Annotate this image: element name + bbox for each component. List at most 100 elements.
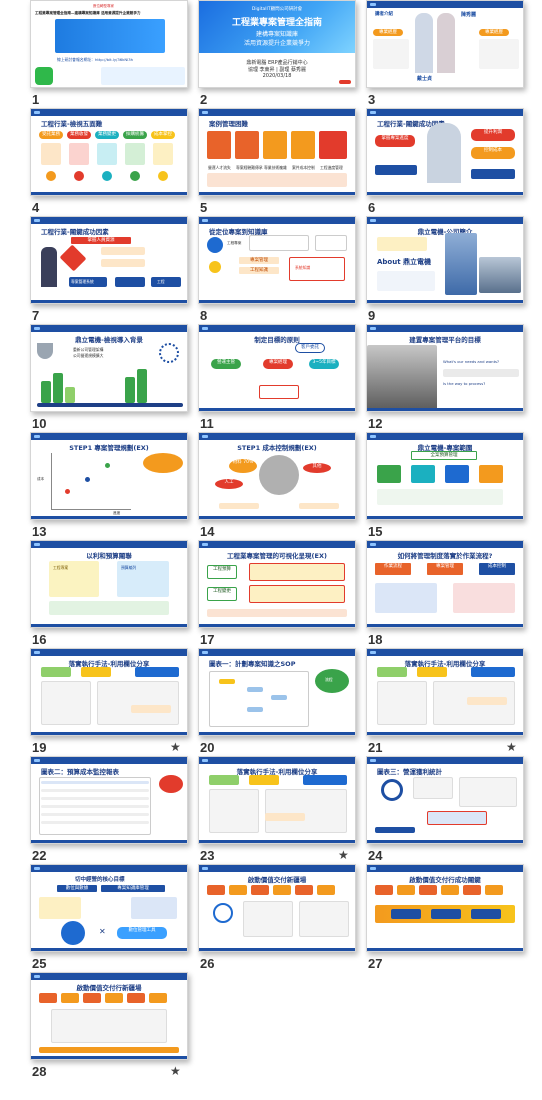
slide-text: 系統知識 [295, 265, 311, 270]
slide-text: 專案經驗難傳承 [236, 165, 263, 170]
diamond-shape [59, 244, 87, 272]
slide-title: 落實執行手法-利用欄位分享 [404, 660, 486, 668]
slide-thumbnail-26[interactable]: 啟動價值交付新疆場 26 [198, 864, 370, 992]
slide-preview[interactable]: DigitalIT顧問公司研討會 工程業專案管理全指南 建構專案知識庫 活用資源… [198, 0, 356, 88]
slide-text: 提升利潤 [471, 129, 515, 141]
slide-preview[interactable]: 圖表二：預算成本監控報表 [30, 756, 188, 844]
slide-preview[interactable]: 圖表三：營運獲利統計 [366, 756, 524, 844]
slide-preview[interactable]: 工程行業-檢視五面難 受託業務 業務收發 業務變更 採購統籌 成本掌控 [30, 108, 188, 196]
speaker-photo [415, 13, 433, 73]
slide-thumbnail-18[interactable]: 如何將管理制度落實於作業流程? 作業流程 專案管理 成本控制 18 [366, 540, 538, 668]
slide-preview[interactable]: 落實執行手法-利用欄位分享 [366, 648, 524, 736]
slide-thumbnail-20[interactable]: 圖表一：計劃專案知識之SOP 流程 20 [198, 648, 370, 776]
slide-preview[interactable]: 工程業專案管理的可視化呈現(EX) 工程預算 工程變更 [198, 540, 356, 628]
slide-text: 工程知識 [239, 267, 279, 274]
slide-preview[interactable]: 工程行業-關鍵成功因素 掌握專案進度 提升利潤 控制成本 [366, 108, 524, 196]
star-icon[interactable]: ★ [506, 740, 517, 754]
slide-thumbnail-6[interactable]: 工程行業-關鍵成功因素 掌握專案進度 提升利潤 控制成本 6 [366, 108, 538, 236]
slide-thumbnail-17[interactable]: 工程業專案管理的可視化呈現(EX) 工程預算 工程變更 17 [198, 540, 370, 668]
slide-preview[interactable]: 鼎立電機-公司簡介 About 鼎立電機 [366, 216, 524, 304]
slide-preview[interactable]: 啟動價值交付新疆場 [198, 864, 356, 952]
slide-thumbnail-25[interactable]: 切中經營的核心目標 數位與數據 專案知識庫管理 ✕ 數位管理工具 25 [30, 864, 202, 992]
slide-preview[interactable]: 啟動價值交付行成功關鍵 [366, 864, 524, 952]
slide-text: 工程專案 [227, 241, 242, 245]
slide-preview[interactable]: 建置專案管理平台的目標 What's our needs and wants? … [366, 324, 524, 412]
slide-thumbnail-5[interactable]: 案例管理困難 營運人才流失 專案經驗難傳承 專業技術複雜 案件成本控制 工程進度… [198, 108, 370, 236]
slide-thumbnail-28[interactable]: 啟動價值交付行新疆場 28 ★ [30, 972, 202, 1100]
slide-text: 鼎新電腦 ERP產品行銷中心 [246, 60, 308, 66]
slide-preview[interactable]: 制定目標的原則 客戶委託 營運主管 專案經理 3~5年目標 [198, 324, 356, 412]
slide-thumbnail-15[interactable]: 鼎立電機-專案範圍 全案預算管理 15 [366, 432, 538, 560]
slide-thumbnail-27[interactable]: 啟動價值交付行成功關鍵 27 [366, 864, 538, 992]
slide-number: 28 [32, 1064, 47, 1079]
slide-preview[interactable]: 講者介紹 戴士貞 陳秀麗 專業經歷 專業經歷 [366, 0, 524, 88]
slide-title: 啟動價值交付行新疆場 [76, 984, 142, 992]
slide-text: 重新公司管理架構 [73, 347, 104, 352]
slide-thumbnail-23[interactable]: 落實執行手法-利用欄位分享 23 ★ [198, 756, 370, 884]
slide-preview[interactable]: STEP1 專案管理規劃(EX) 成本 進度 [30, 432, 188, 520]
slide-thumbnail-14[interactable]: STEP1 成本控制規劃(EX) 材料 70% 人工 其他 14 [198, 432, 370, 560]
slide-thumbnail-24[interactable]: 圖表三：營運獲利統計 24 [366, 756, 538, 884]
slide-preview[interactable]: 工程行業-關鍵成功因素 掌握人員資源 專案管理系統 工程 [30, 216, 188, 304]
slide-number: 7 [32, 308, 40, 323]
slide-preview[interactable]: STEP1 成本控制規劃(EX) 材料 70% 人工 其他 [198, 432, 356, 520]
slide-text: 數位與數據 [57, 885, 97, 892]
star-icon[interactable]: ★ [338, 848, 349, 862]
star-icon[interactable]: ★ [170, 1064, 181, 1078]
axis-label: 進度 [113, 511, 121, 515]
slide-title: 制定目標的原則 [254, 336, 300, 344]
slide-text: 流程 [325, 677, 333, 682]
slide-preview[interactable]: 落實執行手法-利用欄位分享 [30, 648, 188, 736]
slide-text: 工程 [157, 279, 165, 284]
slide-title: STEP1 專案管理規劃(EX) [69, 444, 149, 452]
slide-thumbnail-19[interactable]: 落實執行手法-利用欄位分享 19 ★ [30, 648, 202, 776]
person-image [427, 123, 461, 183]
slide-thumbnail-3[interactable]: 講者介紹 戴士貞 陳秀麗 專業經歷 專業經歷 3 [366, 0, 538, 128]
slide-number: 21 [368, 740, 383, 755]
slide-text: 工程預算 [207, 565, 237, 579]
slide-preview[interactable]: 落實執行手法-利用欄位分享 [198, 756, 356, 844]
slide-number: 14 [200, 524, 215, 539]
slide-preview[interactable]: 圖表一：計劃專案知識之SOP 流程 [198, 648, 356, 736]
slide-preview[interactable]: 鼎立電機-專案範圍 全案預算管理 [366, 432, 524, 520]
slide-text: 線上研討會報名網址：http://bit.ly/36kNl3h [57, 57, 134, 62]
slide-thumbnail-10[interactable]: 鼎立電機-檢視導入背景 重新公司管理架構 公司營運規模擴大 10 [30, 324, 202, 452]
slide-title: 工程業專案管理全指南 [231, 18, 322, 28]
slide-thumbnail-7[interactable]: 工程行業-關鍵成功因素 掌握人員資源 專案管理系統 工程 7 [30, 216, 202, 344]
slide-thumbnail-8[interactable]: 從定位專案到知識庫 工程專案 專案管理 工程知識 系統知識 8 [198, 216, 370, 344]
slide-preview[interactable]: 如何將管理制度落實於作業流程? 作業流程 專案管理 成本控制 [366, 540, 524, 628]
slide-text: 數位管理工具 [117, 927, 167, 939]
slide-preview[interactable]: 啟動價值交付行新疆場 [30, 972, 188, 1060]
slide-thumbnail-13[interactable]: STEP1 專案管理規劃(EX) 成本 進度 13 [30, 432, 202, 560]
slide-number: 22 [32, 848, 47, 863]
slide-title: 鼎立電機-專案範圍 [417, 444, 473, 452]
slide-thumbnail-9[interactable]: 鼎立電機-公司簡介 About 鼎立電機 9 [366, 216, 538, 344]
slide-thumbnail-21[interactable]: 落實執行手法-利用欄位分享 21 ★ [366, 648, 538, 776]
slide-thumbnail-4[interactable]: 工程行業-檢視五面難 受託業務 業務收發 業務變更 採購統籌 成本掌控 4 [30, 108, 202, 236]
slide-title: 工程行業-檢視五面難 [41, 120, 103, 128]
slide-text: 人工 [215, 479, 243, 489]
star-icon[interactable]: ★ [170, 740, 181, 754]
slide-preview[interactable]: 切中經營的核心目標 數位與數據 專案知識庫管理 ✕ 數位管理工具 [30, 864, 188, 952]
slide-thumbnail-12[interactable]: 建置專案管理平台的目標 What's our needs and wants? … [366, 324, 538, 452]
person-image [41, 247, 57, 287]
slide-text: 業務收發 [67, 131, 91, 139]
slide-text: 專業技術複雜 [264, 165, 287, 170]
slide-thumbnail-11[interactable]: 制定目標的原則 客戶委託 營運主管 專案經理 3~5年目標 11 [198, 324, 370, 452]
slide-thumbnail-16[interactable]: 以利和預算關聯 工程專案 預算編列 16 [30, 540, 202, 668]
slide-preview[interactable]: 案例管理困難 營運人才流失 專案經驗難傳承 專業技術複雜 案件成本控制 工程進度… [198, 108, 356, 196]
slide-thumbnail-22[interactable]: 圖表二：預算成本監控報表 22 [30, 756, 202, 884]
slide-title: 工程業專案管理的可視化呈現(EX) [227, 552, 327, 560]
line-icon [35, 67, 53, 85]
slide-title: 圖表二：預算成本監控報表 [41, 768, 119, 776]
slide-text: 掌握專案進度 [375, 135, 415, 147]
slide-preview[interactable]: 數位轉型專家 工程業專案管理全指南—建構專案知識庫 活用資源提升企業競爭力 線上… [30, 0, 188, 88]
slide-text: Is the way to process? [443, 381, 486, 386]
slide-preview[interactable]: 鼎立電機-檢視導入背景 重新公司管理架構 公司營運規模擴大 [30, 324, 188, 412]
slide-thumbnail-1[interactable]: 數位轉型專家 工程業專案管理全指南—建構專案知識庫 活用資源提升企業競爭力 線上… [30, 0, 202, 128]
slide-text: 專業經歷 [479, 29, 509, 36]
slide-text: 營運主管 [211, 359, 241, 369]
slide-preview[interactable]: 從定位專案到知識庫 工程專案 專案管理 工程知識 系統知識 [198, 216, 356, 304]
slide-preview[interactable]: 以利和預算關聯 工程專案 預算編列 [30, 540, 188, 628]
slide-thumbnail-2[interactable]: DigitalIT顧問公司研討會 工程業專案管理全指南 建構專案知識庫 活用資源… [198, 0, 370, 128]
